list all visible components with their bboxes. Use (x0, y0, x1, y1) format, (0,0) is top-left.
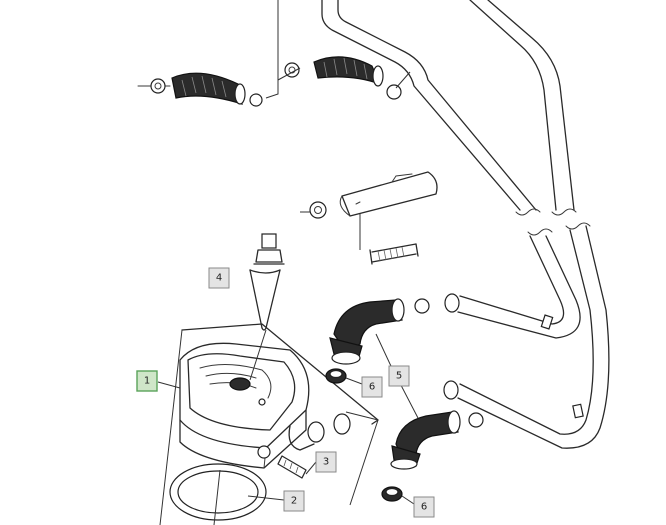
oil-cooler-pipes (321, 0, 610, 449)
callout-2[interactable]: 2 (283, 490, 305, 512)
part-5-elbow-hoses (329, 298, 484, 470)
callout-3[interactable]: 3 (315, 451, 337, 473)
part-6-hose-clamps (325, 368, 415, 505)
callout-1[interactable]: 1 (136, 370, 158, 392)
part-4-threaded-tube (249, 233, 285, 381)
svg-text:1: 1 (144, 376, 150, 387)
svg-text:5: 5 (396, 371, 402, 382)
svg-text:4: 4 (216, 273, 222, 284)
svg-text:2: 2 (291, 496, 297, 507)
callout-4[interactable]: 4 (208, 267, 230, 289)
svg-text:6: 6 (421, 502, 427, 513)
svg-text:6: 6 (369, 382, 375, 393)
callout-6-upper[interactable]: 6 (361, 376, 383, 398)
callout-1-leader (157, 381, 181, 389)
upper-hose-assembly (137, 0, 411, 107)
callout-6-lower[interactable]: 6 (413, 496, 435, 518)
callout-5[interactable]: 5 (388, 365, 410, 387)
svg-text:3: 3 (323, 457, 329, 468)
part-1-oil-cooler (159, 323, 379, 525)
part-2-seal-ring (169, 463, 285, 525)
tube-sleeve-assembly (300, 171, 438, 265)
